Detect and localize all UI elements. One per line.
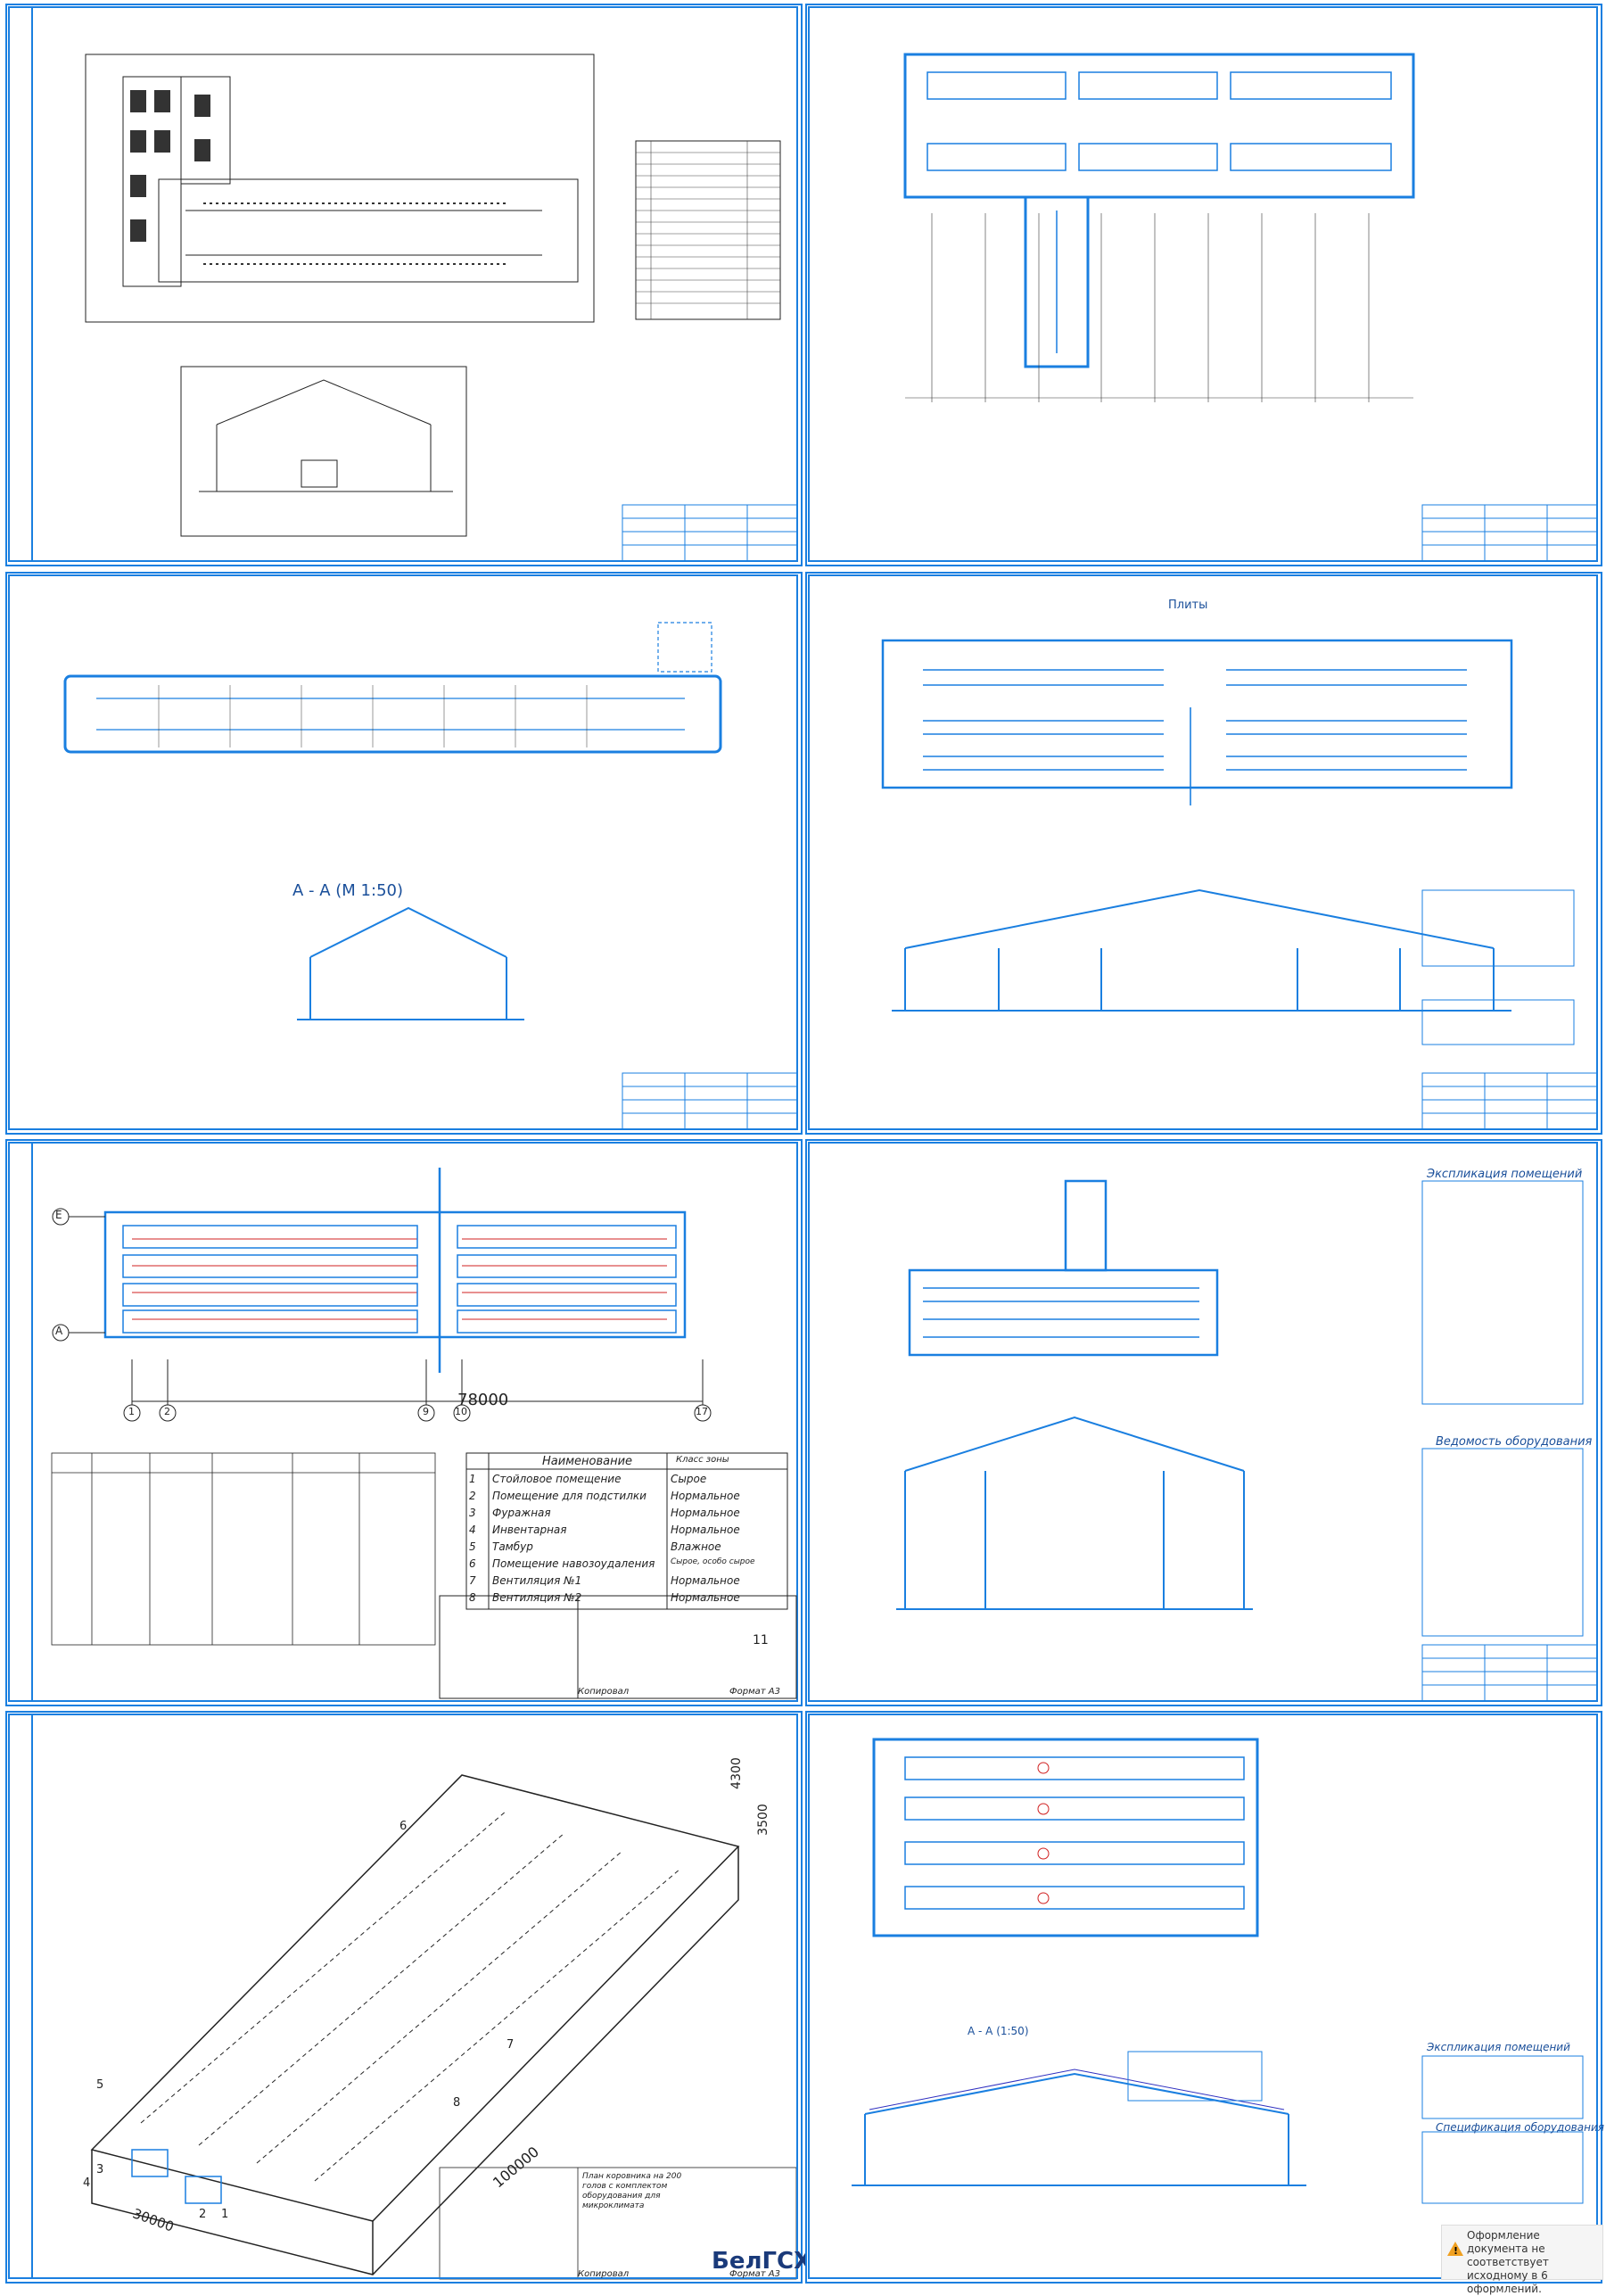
room-table-header: Наименование [542,1455,633,1468]
barn-plan-drawing-3 [8,574,798,1130]
row-number: 2 [469,1490,476,1502]
callout-7: 7 [507,2038,515,2052]
axis-label-2: 2 [164,1406,170,1417]
row-name: Помещение навозоудаления [492,1557,655,1570]
axis-label-1: 1 [128,1406,135,1417]
drawing-sheet-7: 4300 3500 100000 30000 1 2 3 4 5 6 7 8 П… [5,1711,829,2284]
callout-2: 2 [199,2208,207,2221]
row-number: 3 [469,1507,476,1519]
drawing-sheet-8: А - А (1:50) Экспликация помещений Специ… [805,1711,1604,2284]
row-class: Нормальное [671,1591,740,1604]
equipment-title: Ведомость оборудования [1436,1435,1593,1449]
row-class: Нормальное [671,1574,740,1587]
isometric-drawing [8,1714,798,2280]
sheet-number: 11 [753,1633,769,1648]
row-name: Фуражная [492,1507,551,1519]
table-row: 6 Помещение навозоудаления Сырое, особо сы… [469,1557,786,1574]
drawing-sheet-5: 78000 Е А 1 2 9 10 17 Наименование Класс… [5,1139,803,1706]
drawing-sheet-1 [5,4,803,566]
row-class: Нормальное [671,1507,740,1519]
dim-3500: 3500 [755,1804,770,1836]
barn-plan-drawing [808,6,1598,562]
format-label: Формат A3 [729,1687,780,1697]
table-row: 5 Тамбур Влажное [469,1540,786,1557]
document-notice[interactable]: ! Оформление документа не соответствует … [1441,2225,1603,2295]
table-row: 7 Вентиляция №1 Нормальное [469,1574,786,1591]
axis-label-9: 9 [423,1406,429,1417]
barn-plan-drawing-6 [808,1142,1598,1702]
dim-4300: 4300 [729,1757,744,1789]
row-number: 8 [469,1591,476,1604]
callout-1: 1 [221,2208,229,2221]
row-class: Сырое [671,1473,707,1485]
callout-4: 4 [83,2176,91,2190]
row-name: Помещение для подстилки [492,1490,647,1502]
table-row: 8 Вентиляция №2 Нормальное [469,1591,786,1608]
table-row: 4 Инвентарная Нормальное [469,1524,786,1540]
floor-plan-drawing [8,6,798,562]
copied-label: Копировал [578,1687,630,1697]
section-label: А - А (1:50) [968,2025,1029,2037]
row-number: 5 [469,1540,476,1553]
table-row: 3 Фуражная Нормальное [469,1507,786,1524]
table-row: 2 Помещение для подстилки Нормальное [469,1490,786,1507]
drawing-sheet-6: Экспликация помещений Ведомость оборудов… [805,1139,1602,1706]
axis-label-10: 10 [455,1406,467,1417]
room-table-header-class: Класс зоны [676,1455,729,1465]
barn-plan-drawing-8 [808,1714,1598,2279]
axis-label-E: Е [55,1209,62,1221]
drawing-sheet-4: Плиты [805,572,1602,1135]
warning-icon: ! [1447,2242,1463,2257]
axis-label-A: А [55,1325,63,1337]
row-class: Влажное [671,1540,721,1553]
room-table: 1 Стойловое помещение Сырое 2 Помещение для… [469,1473,786,1608]
notice-text: Оформление документа не соответствует ис… [1467,2229,1549,2295]
section-label: А - А (М 1:50) [292,881,404,900]
callout-5: 5 [96,2078,104,2092]
dimension-78000: 78000 [457,1391,509,1409]
legend-title: Экспликация помещений [1427,2041,1570,2053]
drawing-sheet-2 [805,4,1602,566]
row-name: Вентиляция №1 [492,1574,582,1587]
axis-label-17: 17 [696,1406,708,1417]
row-name: Тамбур [492,1540,533,1553]
row-name: Вентиляция №2 [492,1591,582,1604]
callout-3: 3 [96,2163,104,2176]
row-number: 1 [469,1473,476,1485]
barn-plan-drawing-4 [808,574,1598,1130]
legend-title: Экспликация помещений [1427,1168,1583,1181]
row-number: 7 [469,1574,476,1587]
callout-8: 8 [453,2096,461,2110]
row-class: Сырое, особо сырое [671,1557,755,1566]
drawing-sheet-3: А - А (М 1:50) [5,572,803,1135]
table-row: 1 Стойловое помещение Сырое [469,1473,786,1490]
row-name: Инвентарная [492,1524,567,1536]
electrical-plan-drawing [8,1142,798,1702]
copied-label: Копировал [578,2269,630,2279]
equipment-title: Спецификация оборудования [1436,2121,1604,2134]
row-name: Стойловое помещение [492,1473,622,1485]
drawing-title: План коровника на 200 голов с комплектом… [582,2172,682,2210]
plates-label: Плиты [1168,599,1208,612]
format-label: Формат A3 [729,2269,780,2279]
callout-6: 6 [399,1820,408,1833]
row-class: Нормальное [671,1524,740,1536]
row-class: Нормальное [671,1490,740,1502]
row-number: 4 [469,1524,476,1536]
row-number: 6 [469,1557,476,1570]
